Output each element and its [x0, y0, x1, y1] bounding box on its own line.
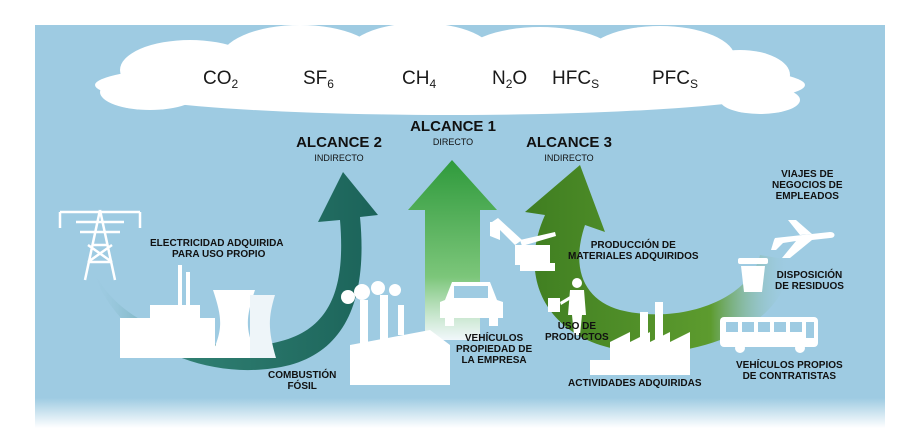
gas-co2: CO2 — [203, 68, 239, 91]
worker-icon — [548, 278, 586, 335]
gas-pfcs: PFCS — [652, 68, 699, 91]
label-outsourced-activities: ACTIVIDADES ADQUIRIDAS — [568, 378, 702, 389]
excavator-icon — [490, 218, 556, 271]
trash-can-icon — [738, 258, 768, 292]
scope3-arrow — [525, 165, 790, 353]
ground-fade — [35, 398, 885, 428]
power-plant-icon — [120, 265, 276, 358]
gas-n2o: N2O — [492, 68, 528, 91]
airplane-icon — [771, 220, 835, 258]
scope3-title: ALCANCE 3 — [526, 134, 612, 151]
gas-sf6: SF6 — [303, 68, 334, 91]
scope2-title: ALCANCE 2 — [296, 134, 382, 151]
factory-icon — [341, 281, 450, 385]
scope1-subtitle: DIRECTO — [432, 137, 474, 147]
car-icon — [440, 282, 503, 326]
gas-ch4: CH4 — [402, 68, 437, 91]
scope2-arrow — [90, 172, 378, 371]
industry-icon — [590, 302, 690, 375]
gas-hfcs: HFCS — [552, 68, 600, 91]
bus-icon — [720, 317, 818, 353]
scope3-subtitle: INDIRECTO — [544, 153, 594, 163]
scope2-subtitle: INDIRECTO — [314, 153, 364, 163]
cloud-shape — [95, 23, 805, 115]
scope1-title: ALCANCE 1 — [410, 118, 496, 135]
transmission-tower-icon — [58, 209, 142, 281]
